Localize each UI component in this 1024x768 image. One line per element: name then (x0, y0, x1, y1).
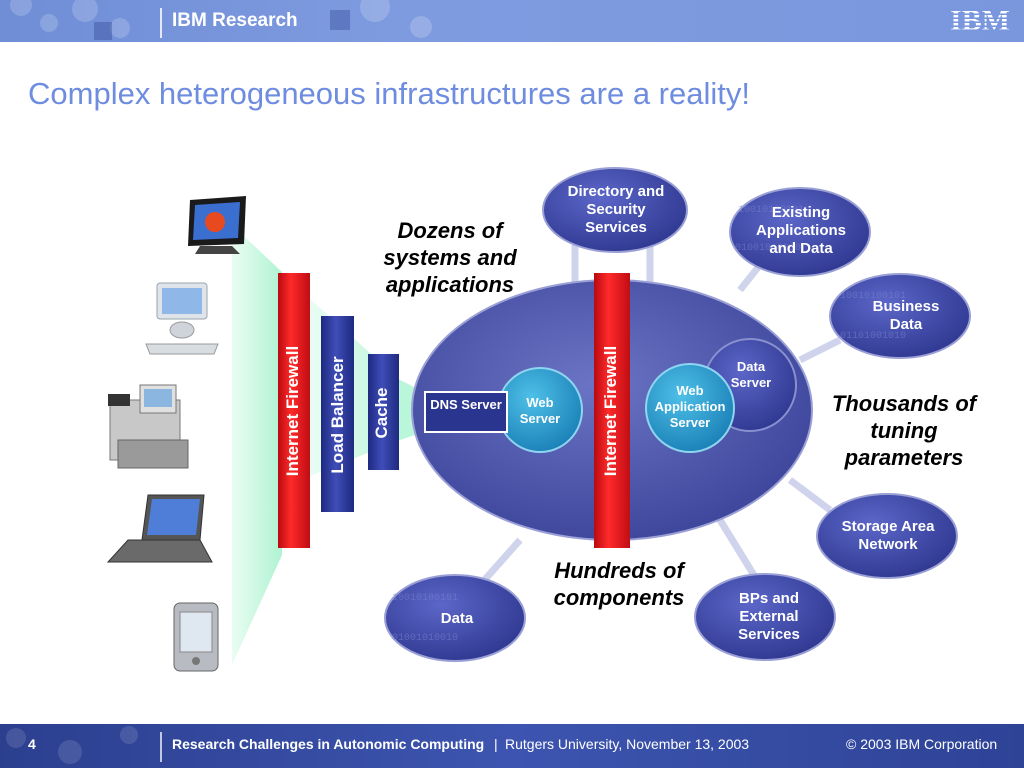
bps-label: BPs and External Services (738, 590, 800, 643)
business-data-node (829, 273, 971, 359)
inner-firewall-label: Internet Firewall (601, 345, 620, 477)
existing-apps-node (729, 187, 871, 277)
header-title: IBM Research (172, 10, 298, 31)
footer-copyright: © 2003 IBM Corporation (846, 736, 998, 752)
left-firewall-label: Internet Firewall (283, 345, 302, 477)
dns-server-label: DNS Server (430, 397, 502, 412)
left-firewall-bar (278, 273, 310, 548)
svg-text:01101001010: 01101001010 (840, 331, 906, 342)
decor-square (330, 10, 350, 30)
load-balancer-bar (321, 316, 354, 512)
svg-text:IBM: IBM (950, 4, 1010, 35)
laptop-icon (106, 494, 213, 563)
decor-dot (120, 726, 138, 744)
hundreds-note: Hundreds of components (553, 558, 685, 610)
decor-dot (10, 0, 32, 16)
cache-bar (368, 354, 399, 470)
inner-firewall-bar (594, 273, 630, 548)
web-app-server-label: Web Application Server (654, 383, 726, 430)
dns-server-box (424, 391, 508, 433)
load-balancer-label: Load Balancer (328, 356, 347, 474)
svg-text:10010100101: 10010100101 (392, 593, 458, 604)
storage-label: Storage Area Network (841, 518, 935, 553)
cash-register-icon (108, 384, 189, 469)
slide-title: Complex heterogeneous infrastructures ar… (28, 76, 750, 111)
svg-text:10010100101: 10010100101 (738, 205, 804, 216)
traffic-beam (232, 225, 282, 665)
svg-text:10010100101: 10010100101 (840, 291, 906, 302)
svg-text:01001010010: 01001010010 (392, 633, 458, 644)
pda-icon (173, 602, 219, 672)
web-server-label: Web Server (519, 395, 561, 426)
footer-venue: Rutgers University, November 13, 2003 (505, 736, 750, 752)
footer-band: 4 Research Challenges in Autonomic Compu… (0, 724, 1024, 768)
thousands-note: Thousands of tuning parameters (831, 391, 977, 470)
footer-divider (160, 732, 162, 762)
directory-services-node (542, 167, 688, 253)
decor-dot (72, 0, 98, 22)
cache-label: Cache (372, 387, 391, 439)
infrastructure-diagram: 10010100101 01001010010 10010100101 011010… (106, 167, 971, 672)
data-node (384, 574, 526, 662)
header-band: IBM Research IBM (0, 0, 1024, 42)
decor-dot (410, 16, 432, 38)
binary-texture: 10010100101 01001010010 10010100101 011010… (392, 205, 906, 644)
desktop-monitor-icon (188, 196, 246, 254)
storage-node (816, 493, 958, 579)
bps-node (694, 573, 836, 661)
data-label: Data (440, 610, 474, 627)
page-number: 4 (28, 736, 36, 752)
svg-text:01001010010: 01001010010 (735, 243, 801, 254)
decor-dot (6, 728, 26, 748)
decor-dot (40, 14, 58, 32)
decor-dot (58, 740, 82, 764)
decor-square (94, 22, 112, 40)
directory-services-label: Directory and Security Services (567, 183, 665, 236)
decor-dot (110, 18, 130, 38)
data-server-label: Data Server (730, 359, 772, 390)
dozens-note: Dozens of systems and applications (383, 218, 517, 297)
business-data-label: Business Data (872, 298, 940, 333)
header-divider (160, 8, 162, 38)
footer-separator: | (494, 736, 498, 752)
presentation-title: Research Challenges in Autonomic Computi… (172, 736, 485, 752)
decor-dot (360, 0, 390, 22)
ibm-logo: IBM (950, 4, 1010, 35)
imac-computer-icon (145, 282, 219, 355)
existing-apps-label: Existing Applications and Data (755, 204, 846, 257)
web-app-server-node (645, 363, 735, 453)
